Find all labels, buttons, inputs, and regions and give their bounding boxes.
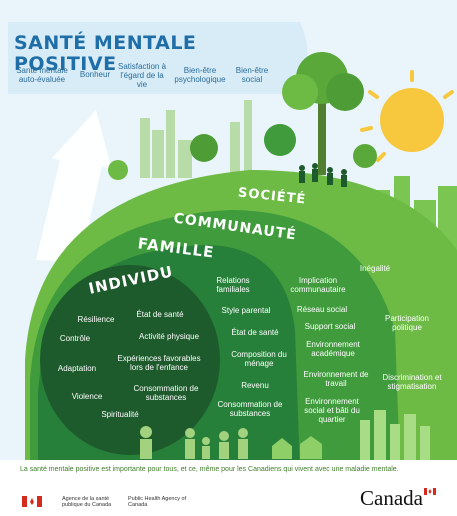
- trees: [108, 52, 377, 180]
- arrow-shape: [36, 110, 112, 262]
- indicator-bien-etre-social: Bien-être social: [235, 66, 269, 85]
- factor-activite-physique: Activité physique: [138, 332, 200, 341]
- factor-style-parental: Style parental: [221, 306, 271, 315]
- indicator-bien-etre-psy: Bien-être psychologique: [174, 66, 226, 85]
- factor-resilience: Résilience: [77, 315, 115, 324]
- factor-spiritualite: Spiritualité: [101, 410, 139, 419]
- factor-etat-sante-ind: État de santé: [136, 310, 184, 319]
- factor-adaptation: Adaptation: [57, 364, 97, 373]
- footer-note: La santé mentale positive est importante…: [20, 466, 399, 473]
- factor-support-social: Support social: [304, 322, 356, 331]
- factor-discrimination: Discrimination et stigmatisation: [382, 373, 442, 392]
- indicator-bonheur: Bonheur: [79, 70, 111, 79]
- factor-env-academique: Environnement académique: [306, 340, 360, 359]
- house-icons: [272, 436, 322, 459]
- agency-name-en: Public Health Agency of Canada: [128, 496, 187, 509]
- factor-etat-sante-fam: État de santé: [231, 328, 279, 337]
- agency-name-fr: Agence de la santé publique du Canada: [62, 496, 112, 509]
- sun-icon: [360, 70, 454, 162]
- bottom-buildings: [360, 410, 430, 460]
- factor-inegalite: Inégalité: [359, 264, 391, 273]
- factor-relations-familiales: Relations familiales: [216, 276, 250, 295]
- skyline: [140, 100, 252, 178]
- page-title: SANTÉ MENTALE POSITIVE: [14, 32, 197, 75]
- indicator-satisfaction: Satisfaction à l'égard de la vie: [117, 62, 167, 90]
- factor-reseau-social: Réseau social: [296, 305, 348, 314]
- factor-implication: Implication communautaire: [290, 276, 346, 295]
- wordmark-flag-icon: [424, 488, 436, 495]
- canada-flag-icon: [22, 496, 42, 507]
- factor-consommation-ind: Consommation de substances: [133, 384, 199, 403]
- indicator-santé-mentale: Santé mentale auto-évaluée: [16, 66, 68, 85]
- family-icons: [140, 426, 248, 459]
- title-banner: [8, 22, 308, 94]
- factor-experiences: Expériences favorables lors de l'enfance: [117, 354, 201, 373]
- factor-composition-menage: Composition du ménage: [231, 350, 287, 369]
- people-icons: [299, 163, 347, 187]
- factor-env-travail: Environnement de travail: [303, 370, 369, 389]
- factor-controle: Contrôle: [59, 334, 91, 343]
- factor-participation: Participation politique: [384, 314, 430, 333]
- canada-wordmark: Canada: [360, 486, 423, 510]
- factor-revenu: Revenu: [241, 381, 269, 390]
- factor-consommation-fam: Consommation de substances: [217, 400, 283, 419]
- factor-violence: Violence: [71, 392, 103, 401]
- individu-circle: [40, 265, 220, 455]
- factor-env-quartier: Environnement social et bâti du quartier: [304, 397, 360, 425]
